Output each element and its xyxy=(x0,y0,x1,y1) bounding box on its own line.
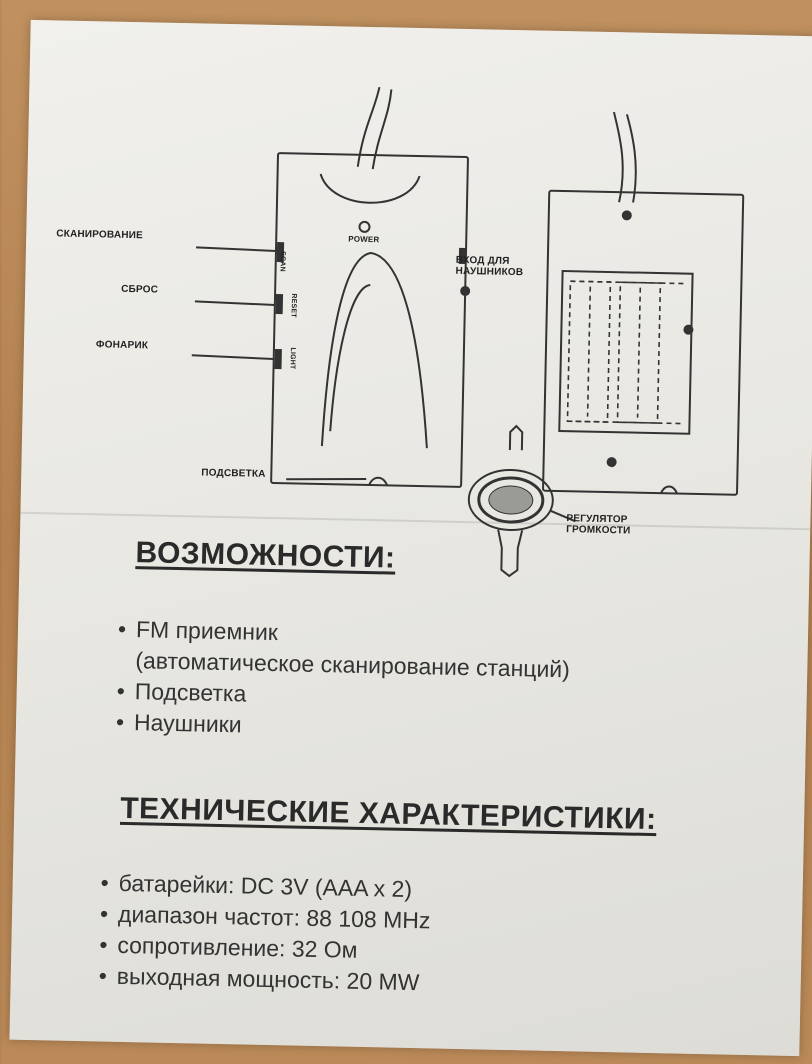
label-headphones: ВХОД ДЛЯ НАУШНИКОВ xyxy=(455,254,524,279)
device-diagram xyxy=(191,86,745,578)
label-backlight: ПОДСВЕТКА xyxy=(201,467,266,480)
leader-backlight xyxy=(286,477,367,481)
features-heading: ВОЗМОЖНОСТИ: xyxy=(135,536,396,575)
back-notch xyxy=(660,485,678,494)
battery-compartment xyxy=(558,270,694,435)
back-screw-top xyxy=(621,210,632,221)
back-strap xyxy=(612,111,637,203)
front-view xyxy=(191,86,471,488)
spec-power: выходная мощность: 20 MW xyxy=(116,962,420,996)
label-reset: СБРОС xyxy=(121,283,159,296)
specs-list: батарейки: DC 3V (AAA x 2) диапазон част… xyxy=(98,867,740,1004)
specs-heading: ТЕХНИЧЕСКИЕ ХАРАКТЕРИСТИКИ: xyxy=(119,791,657,837)
front-inner-curve xyxy=(329,284,371,432)
feature-backlight: Подсветка xyxy=(134,678,247,707)
label-volume: РЕГУЛЯТОР ГРОМКОСТИ xyxy=(566,513,631,537)
feature-headphones: Наушники xyxy=(133,709,242,738)
side-button-reset xyxy=(275,294,284,315)
volume-knob xyxy=(467,424,576,578)
back-view xyxy=(542,111,745,496)
label-btn-reset: RESET xyxy=(289,293,298,318)
speaker-arc xyxy=(319,173,421,204)
leader-scan xyxy=(195,246,277,253)
label-btn-scan: SCAN xyxy=(278,251,286,272)
leader-reset xyxy=(194,300,275,307)
front-panel-curve xyxy=(320,252,428,449)
spec-frequency: диапазон частот: 88 108 MHz xyxy=(117,900,431,934)
instruction-sheet: СКАНИРОВАНИЕ СБРОС ФОНАРИК ПОДСВЕТКА ВХО… xyxy=(9,19,812,1057)
side-jack xyxy=(458,247,467,265)
headphone-jack-dot xyxy=(460,285,471,296)
feature-fm: FM приемник xyxy=(135,616,279,646)
label-power: POWER xyxy=(348,234,380,245)
front-body xyxy=(270,152,469,488)
label-light: ФОНАРИК xyxy=(95,339,149,352)
back-body xyxy=(542,189,745,496)
power-led xyxy=(358,220,371,233)
back-screw-bottom xyxy=(606,457,617,468)
side-button-light xyxy=(274,349,282,370)
label-btn-light: LIGHT xyxy=(288,347,296,370)
battery-cells xyxy=(566,280,684,425)
spec-impedance: сопротивление: 32 Ом xyxy=(117,931,358,963)
label-scan: СКАНИРОВАНИЕ xyxy=(56,228,144,242)
leader-light xyxy=(191,354,274,361)
features-list: FM приемник (автоматическое сканирование… xyxy=(116,614,738,751)
bottom-notch xyxy=(368,476,389,486)
spec-battery: батарейки: DC 3V (AAA x 2) xyxy=(118,869,413,903)
front-strap xyxy=(356,86,393,170)
side-button-scan xyxy=(276,242,285,263)
